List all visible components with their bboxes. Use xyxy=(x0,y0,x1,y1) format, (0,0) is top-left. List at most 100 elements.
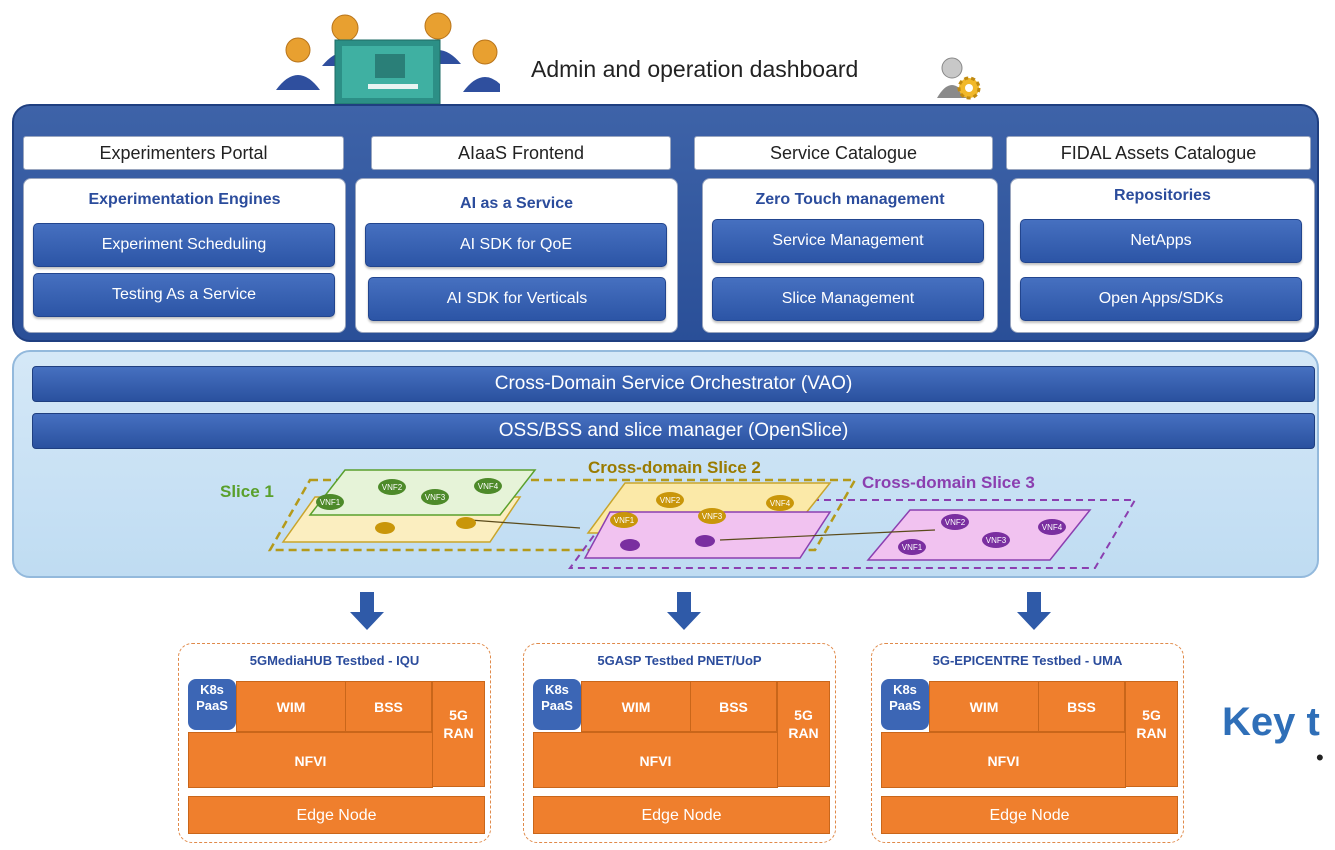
slice1-lower-node-a xyxy=(375,522,395,534)
slice3-vnf1-node xyxy=(898,539,926,555)
slice3-label: Cross-domain Slice 3 xyxy=(862,473,1035,492)
testbed-5gasp: 5GASP Testbed PNET/UoP K8s PaaS WIM BSS … xyxy=(523,643,836,843)
aiaas-frontend-heading[interactable]: AIaaS Frontend xyxy=(371,136,671,170)
slice3-vnf3-node xyxy=(982,532,1010,548)
slice2-lower-plane xyxy=(583,511,832,559)
k8s-paas-block[interactable]: K8s PaaS xyxy=(188,679,236,730)
slice1-vnf4-node xyxy=(474,478,502,494)
testbed-title: 5GASP Testbed PNET/UoP xyxy=(597,653,762,668)
slice2-lower-node-b xyxy=(695,535,715,547)
experimentation-engines-panel: Experimentation Engines Experiment Sched… xyxy=(23,178,346,333)
slice3-vnf2-text: VNF2 xyxy=(945,518,966,527)
admin-gear-icon xyxy=(937,57,981,100)
ai-sdk-qoe-button[interactable]: AI SDK for QoE xyxy=(365,223,667,267)
ai-sdk-verticals-button[interactable]: AI SDK for Verticals xyxy=(368,277,666,321)
arrow-down-icon xyxy=(667,592,701,630)
k8s-line1: K8s xyxy=(545,682,569,697)
experimenters-portal-heading[interactable]: Experimenters Portal xyxy=(23,136,344,170)
slice1-label: Slice 1 xyxy=(220,482,274,501)
slice3-vnf2-node xyxy=(941,514,969,530)
ran-line2: RAN xyxy=(788,725,819,741)
testbed-title: 5G-EPICENTRE Testbed - UMA xyxy=(932,653,1123,668)
experimentation-engines-title: Experimentation Engines xyxy=(88,191,281,208)
slice2-vnf1-text: VNF1 xyxy=(614,516,635,525)
experiment-scheduling-button[interactable]: Experiment Scheduling xyxy=(33,223,335,267)
wim-block[interactable]: WIM xyxy=(581,681,691,732)
slice2-vnf3-node xyxy=(698,508,726,524)
fidal-assets-catalogue-heading[interactable]: FIDAL Assets Catalogue xyxy=(1006,136,1311,170)
bss-block[interactable]: BSS xyxy=(345,681,432,732)
slice2-vnf2-node xyxy=(656,492,684,508)
edge-node-block[interactable]: Edge Node xyxy=(881,796,1178,834)
edge-node-block[interactable]: Edge Node xyxy=(533,796,830,834)
slice1-vnf2-node xyxy=(378,479,406,495)
slice2-vnf4-node xyxy=(766,495,794,511)
ran-line1: 5G xyxy=(1142,707,1161,723)
slice3-vnf4-text: VNF4 xyxy=(1042,523,1063,532)
bss-block[interactable]: BSS xyxy=(1038,681,1125,732)
netapps-button[interactable]: NetApps xyxy=(1020,219,1302,263)
k8s-paas-block[interactable]: K8s PaaS xyxy=(881,679,929,730)
slice-management-button[interactable]: Slice Management xyxy=(712,277,984,321)
arrow-down-icon xyxy=(1017,592,1051,630)
nfvi-block[interactable]: NFVI xyxy=(188,732,433,788)
testbed-5gmediahub: 5GMediaHUB Testbed - IQU K8s PaaS WIM BS… xyxy=(178,643,491,843)
ran-line1: 5G xyxy=(794,707,813,723)
key-heading-fragment: Key t xyxy=(1222,700,1320,744)
k8s-line1: K8s xyxy=(893,682,917,697)
bss-block[interactable]: BSS xyxy=(690,681,777,732)
slice1-vnf2-text: VNF2 xyxy=(382,483,403,492)
slice3-plane xyxy=(866,509,1092,561)
oss-bss-slice-manager-bar[interactable]: OSS/BSS and slice manager (OpenSlice) xyxy=(32,413,1315,449)
k8s-line2: PaaS xyxy=(541,698,573,713)
arrow-down-icon xyxy=(350,592,384,630)
wim-block[interactable]: WIM xyxy=(929,681,1039,732)
slice3-vnf4-node xyxy=(1038,519,1066,535)
slice2-outline xyxy=(267,478,858,552)
nfvi-block[interactable]: NFVI xyxy=(881,732,1126,788)
cross-domain-orchestrator-bar[interactable]: Cross-Domain Service Orchestrator (VAO) xyxy=(32,366,1315,402)
repositories-title: Repositories xyxy=(1114,187,1211,204)
slice1-lower-node-b xyxy=(456,517,476,529)
zero-touch-panel: Zero Touch management Service Management… xyxy=(702,178,998,333)
testbed-title: 5GMediaHUB Testbed - IQU xyxy=(249,653,420,668)
k8s-line2: PaaS xyxy=(889,698,921,713)
bullet-fragment: • xyxy=(1316,745,1324,770)
ran-line2: RAN xyxy=(1136,725,1167,741)
nfvi-block[interactable]: NFVI xyxy=(533,732,778,788)
open-apps-sdks-button[interactable]: Open Apps/SDKs xyxy=(1020,277,1302,321)
wim-block[interactable]: WIM xyxy=(236,681,346,732)
testbed-5g-epicentre: 5G-EPICENTRE Testbed - UMA K8s PaaS WIM … xyxy=(871,643,1184,843)
repositories-panel: Repositories NetApps Open Apps/SDKs xyxy=(1010,178,1315,333)
slice2-vnf1-node xyxy=(610,512,638,528)
slice2-vnf4-text: VNF4 xyxy=(770,499,791,508)
slice3-outline xyxy=(568,499,1137,569)
5g-ran-block[interactable]: 5G RAN xyxy=(1125,681,1178,787)
slice1-vnf3-node xyxy=(421,489,449,505)
slice2-vnf3-text: VNF3 xyxy=(702,512,723,521)
ran-line1: 5G xyxy=(449,707,468,723)
slice3-vnf1-text: VNF1 xyxy=(902,543,923,552)
ran-line2: RAN xyxy=(443,725,474,741)
ai-as-a-service-title: AI as a Service xyxy=(460,195,573,212)
5g-ran-block[interactable]: 5G RAN xyxy=(432,681,485,787)
service-catalogue-heading[interactable]: Service Catalogue xyxy=(694,136,993,170)
testing-as-a-service-button[interactable]: Testing As a Service xyxy=(33,273,335,317)
slice2-vnf2-text: VNF2 xyxy=(660,496,681,505)
k8s-line2: PaaS xyxy=(196,698,228,713)
slice2-label: Cross-domain Slice 2 xyxy=(588,458,761,477)
service-management-button[interactable]: Service Management xyxy=(712,219,984,263)
users-monitor-icon xyxy=(276,12,500,105)
slice1-vnf1-text: VNF1 xyxy=(320,498,341,507)
slice3-vnf3-text: VNF3 xyxy=(986,536,1007,545)
slice1-upper-plane xyxy=(308,469,537,516)
slice1-vnf1-node xyxy=(316,494,344,510)
slice1-vnf4-text: VNF4 xyxy=(478,482,499,491)
dashboard-title: Admin and operation dashboard xyxy=(531,56,859,82)
ai-as-a-service-panel: AI as a Service AI SDK for QoE AI SDK fo… xyxy=(355,178,678,333)
edge-node-block[interactable]: Edge Node xyxy=(188,796,485,834)
5g-ran-block[interactable]: 5G RAN xyxy=(777,681,830,787)
k8s-line1: K8s xyxy=(200,682,224,697)
k8s-paas-block[interactable]: K8s PaaS xyxy=(533,679,581,730)
